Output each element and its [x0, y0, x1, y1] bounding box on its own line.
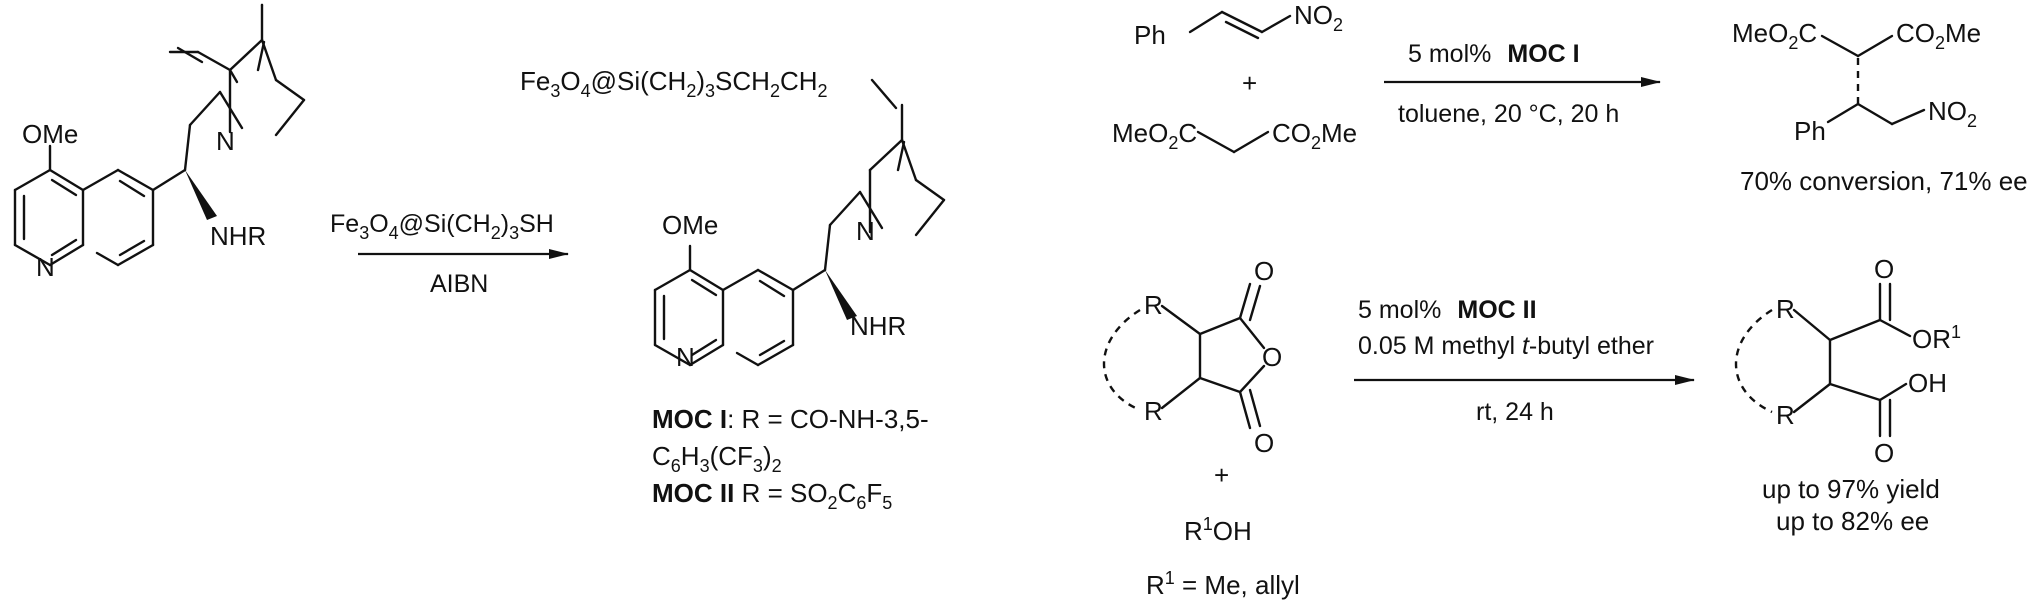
product-r-top: R: [1776, 294, 1795, 324]
cinchona-amine-structure: OMe N N NHR: [13, 3, 306, 282]
nitro-label: NO2: [1294, 0, 1343, 35]
quinoline-nitrogen: N: [36, 252, 55, 282]
immobilized-catalyst-structure: Fe3O4@Si(CH2)3SCH2CH2 OMe N N NHR MOC I:…: [520, 66, 946, 513]
product-o-top: O: [1874, 254, 1894, 284]
amine-label: NHR: [210, 221, 266, 251]
reaction-arrow-immobilization: Fe3O4@Si(CH2)3SH AIBN: [330, 210, 569, 298]
product-nitro: NO2: [1928, 96, 1977, 131]
product-o-bottom: O: [1874, 438, 1894, 468]
desym-catalyst: 5 mol%MOC II: [1358, 296, 1537, 324]
alcohol-definition: R1 = Me, allyl: [1146, 568, 1300, 600]
michael-conditions: toluene, 20 °C, 20 h: [1398, 100, 1619, 128]
anhydride-o-top: O: [1254, 256, 1274, 286]
malonate-right: CO2Me: [1272, 118, 1357, 153]
desym-yield: up to 97% yield: [1762, 474, 1940, 504]
michael-result: 70% conversion, 71% ee: [1740, 166, 2028, 196]
thiol-reagent: Fe3O4@Si(CH2)3SH: [330, 210, 554, 243]
methoxy-label: OMe: [22, 119, 78, 149]
product-ester-group: OR1: [1912, 322, 1961, 354]
michael-catalyst: 5 mol%MOC I: [1408, 40, 1580, 68]
moc1-definition: MOC I: R = CO-NH-3,5-: [652, 404, 929, 434]
catalyst-amine: NHR: [850, 311, 906, 341]
moc2-definition: MOC II R = SO2C6F5: [652, 478, 892, 513]
moc1-definition-line2: C6H3(CF3)2: [652, 441, 782, 476]
desym-ee: up to 82% ee: [1776, 506, 1929, 536]
catalyst-methoxy: OMe: [662, 210, 718, 240]
malonate-left: MeO2C: [1112, 118, 1197, 153]
product-r-bottom: R: [1776, 400, 1795, 430]
catalyst-linker: Fe3O4@Si(CH2)3SCH2CH2: [520, 66, 828, 101]
plus-sign-desym: +: [1214, 460, 1229, 490]
initiator-label: AIBN: [430, 270, 488, 298]
product-phenyl: Ph: [1794, 116, 1826, 146]
anhydride-r-bottom: R: [1144, 396, 1163, 426]
desymmetrization-scheme: R R O O O + R1OH R1 = Me, allyl 5 mol%MO…: [1103, 254, 1961, 600]
plus-sign-michael: +: [1242, 68, 1257, 98]
anhydride-r-top: R: [1144, 290, 1163, 320]
desym-solvent: 0.05 M methyl t-butyl ether: [1358, 332, 1654, 360]
phenyl-label: Ph: [1134, 20, 1166, 50]
michael-addition-scheme: Ph NO2 + MeO2C CO2Me 5 mol%MOC I toluene…: [1112, 0, 2028, 196]
anhydride-o-bottom: O: [1254, 428, 1274, 458]
catalyst-quinoline-nitrogen: N: [676, 342, 695, 372]
anhydride-o-ring: O: [1262, 342, 1282, 372]
desym-conditions: rt, 24 h: [1476, 398, 1554, 426]
product-ester-right: CO2Me: [1896, 18, 1981, 53]
quinuclidine-nitrogen: N: [216, 126, 235, 156]
alcohol-label: R1OH: [1184, 514, 1252, 546]
product-ester-left: MeO2C: [1732, 18, 1817, 53]
product-oh: OH: [1908, 368, 1947, 398]
catalyst-quinuclidine-nitrogen: N: [856, 216, 875, 246]
